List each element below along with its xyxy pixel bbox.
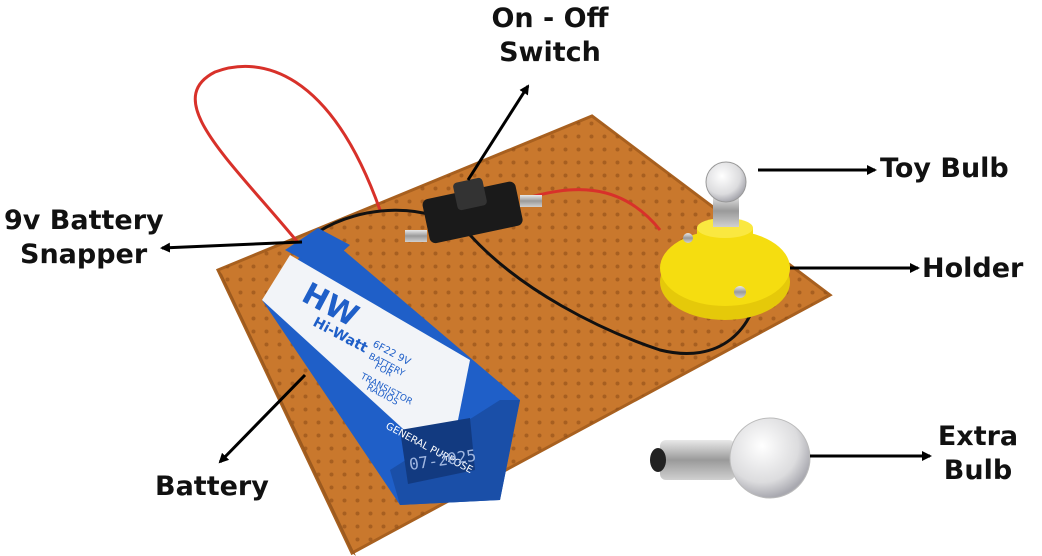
holder-label: Holder: [922, 253, 1024, 284]
extra-bulb-label-line2: Bulb: [943, 455, 1013, 486]
snapper-label-line2: Snapper: [20, 239, 148, 270]
battery-label: Battery: [155, 471, 269, 502]
switch-label-line2: Switch: [499, 37, 601, 68]
snapper-label-line1: 9v Battery: [4, 205, 164, 236]
extra-bulb-icon: [650, 417, 811, 499]
snapper-label: 9v Battery Snapper: [4, 204, 164, 272]
battery-arrow: [218, 373, 307, 464]
battery-icon: HW Hi-Watt 6F22 9V BATTERY FOR TRANSISTO…: [262, 232, 520, 505]
extra-bulb-label-line1: Extra: [937, 421, 1019, 452]
black-wire: [317, 208, 762, 355]
switch-arrow: [466, 84, 530, 181]
switch-icon: [405, 177, 542, 244]
red-wire: [193, 65, 382, 246]
extra-bulb-label: Extra Bulb: [928, 420, 1028, 488]
snapper-arrow: [160, 240, 303, 253]
bulb-icon: [705, 161, 747, 227]
holder-icon: [660, 218, 790, 320]
switch-label-line1: On - Off: [491, 3, 609, 34]
switch-label: On - Off Switch: [480, 2, 620, 70]
toy-bulb-label: Toy Bulb: [880, 153, 1009, 184]
snapper-icon: [285, 228, 350, 270]
